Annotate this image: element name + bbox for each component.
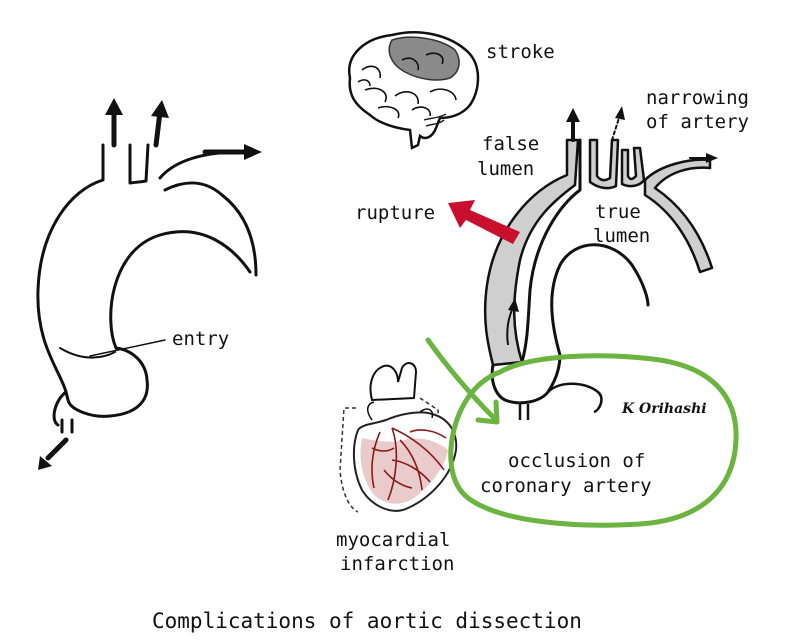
aorta-branch-right [158, 150, 258, 277]
green-arrow-annotation [425, 337, 499, 423]
aorta-root-stub [60, 418, 74, 434]
occlusion-label-line2: coronary artery [480, 475, 652, 497]
dissected-aorta [483, 138, 714, 420]
myocardial-label-line2: infarction [340, 553, 454, 575]
stroke-label: stroke [486, 41, 555, 63]
aorta-top-wall [128, 143, 150, 185]
heart-illustration [339, 362, 458, 513]
myocardial-label-line1: myocardial [336, 529, 450, 551]
heart-vessels-top [369, 362, 418, 402]
true-lumen-label-line1: true [595, 201, 641, 223]
green-arrowhead-annotation-icon [475, 399, 500, 425]
brain-folds [357, 52, 457, 119]
false-lumen-flow-arrowhead-icon [508, 298, 519, 312]
true-lumen-branches [588, 138, 646, 190]
normal-aorta [36, 143, 258, 434]
heart-left-atrium-detail [367, 401, 434, 421]
entry-label: entry [172, 328, 229, 350]
dissected-aorta-root-bulge [518, 382, 603, 420]
occlusion-label-line1: occlusion of [508, 450, 645, 472]
true-lumen-outline [520, 138, 650, 364]
arrow-down-left-shaft [45, 437, 69, 461]
cerebellum-folds [423, 113, 447, 127]
narrowing-dashed-arrow-shaft [611, 114, 621, 141]
entry-tear-line [59, 347, 116, 359]
author-signature: K Orihashi [621, 401, 707, 417]
arrow-up-left-icon [105, 98, 123, 115]
aorta-outer-wall [36, 143, 149, 418]
dissected-aorta-arrows [566, 106, 718, 163]
heart-red-shading [360, 438, 448, 504]
brain-illustration [347, 31, 480, 150]
arrow-up-mid-shaft [153, 109, 163, 148]
true-lumen-label-line2: lumen [593, 225, 650, 247]
normal-aorta-arrows [38, 98, 262, 470]
arrow-down-left-icon [38, 456, 52, 470]
figure-caption: Complications of aortic dissection [152, 609, 582, 633]
false-lumen-label-line2: lumen [477, 158, 534, 180]
green-annotation [425, 337, 739, 528]
false-lumen-label-line1: false [482, 133, 539, 155]
aorta-root-bulge [52, 390, 68, 427]
arrow-up-right-1-icon [566, 108, 580, 122]
arrow-up-mid-icon [151, 100, 169, 118]
arrow-right-small-icon [706, 153, 718, 163]
green-circle-annotation [448, 353, 739, 528]
arrow-right-icon [244, 144, 262, 160]
brain-gray-region-icon [388, 36, 460, 81]
narrowing-label-line1: narrowing [646, 87, 749, 109]
coronary-arteries [371, 427, 447, 501]
rupture-arrow [448, 200, 520, 244]
rupture-label: rupture [355, 202, 435, 224]
aorta-inner-wall [109, 230, 252, 350]
rupture-arrow-icon [448, 200, 520, 244]
entry-pointer-line [89, 339, 166, 357]
narrowing-label-line2: of artery [646, 111, 749, 133]
narrowing-dashed-arrow-icon [615, 106, 625, 120]
dissected-aorta-root [490, 354, 562, 405]
false-lumen-right-branch [643, 158, 714, 274]
